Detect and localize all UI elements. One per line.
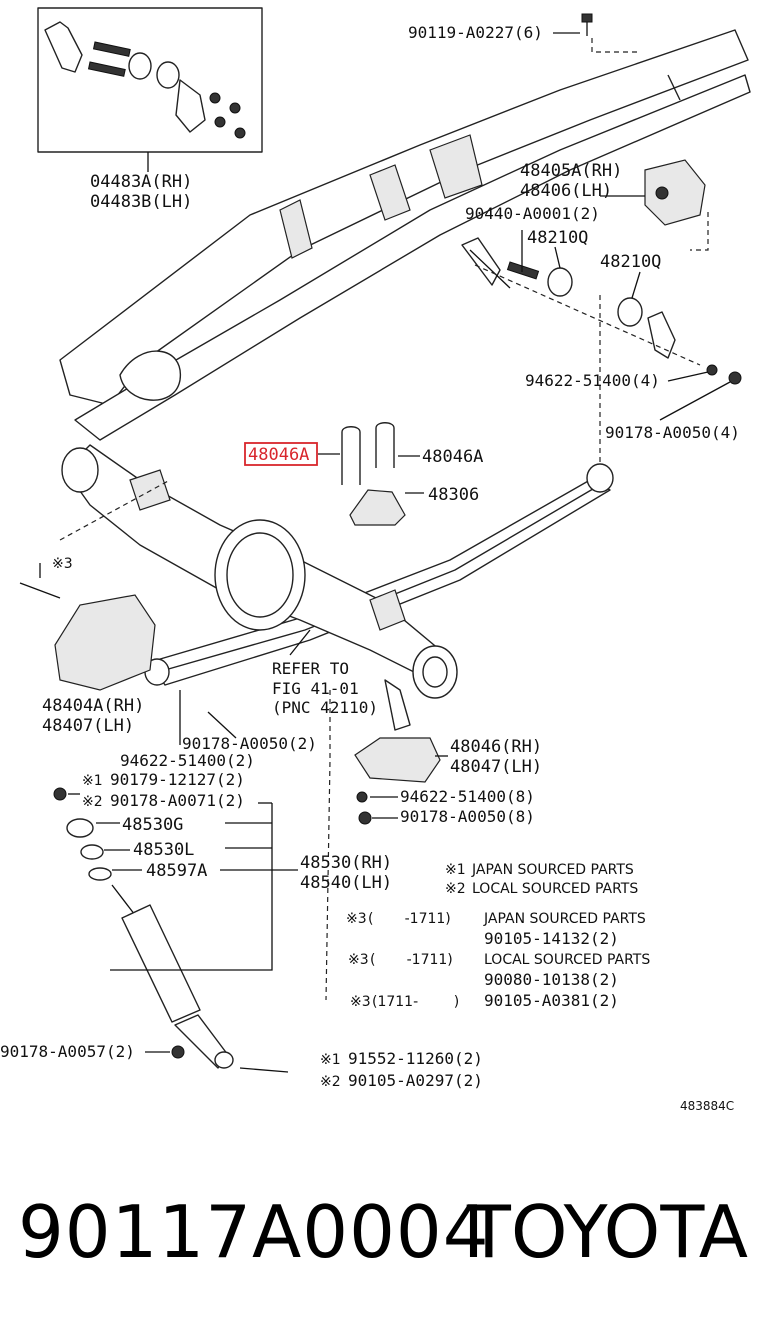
label-90178-a0057: 90178-A0057(2) [0,1042,135,1061]
u-bolts [341,422,406,526]
label-04483a: 04483A(RH) [90,172,192,192]
range-3: (1711- ) [372,994,459,1010]
part-number-title: 90117A0004 [18,1190,490,1274]
label-48210q-b: 48210Q [600,252,661,272]
range-2: ( -1711) [370,952,453,968]
leader-lines [68,32,731,1053]
brand-name: TOYOTA [466,1190,748,1274]
label-90105-14132: 90105-14132(2) [484,929,619,948]
label-90119-a0227: 90119-A0227(6) [408,23,543,42]
label-pnc-42110: (PNC 42110) [272,698,378,717]
label-48306: 48306 [428,485,479,505]
figure-code: 483884C [680,1099,734,1113]
label-48597a: 48597A [146,861,207,881]
label-94622-low: 94622-51400(8) [400,787,535,806]
mark-2-b: ※2 [320,1074,341,1090]
label-90178-mid: 90178-A0050(2) [182,734,317,753]
range-1: ( -1711) [368,911,451,927]
label-90080-10138: 90080-10138(2) [484,970,619,989]
legend-local: LOCAL SOURCED PARTS [472,881,638,897]
highlight-box [244,442,318,466]
label-90178-low: 90178-A0050(8) [400,807,535,826]
label-48530-rh: 48530(RH) [300,853,392,873]
label-48540-lh: 48540(LH) [300,873,392,893]
footer: 90117A0004 TOYOTA [18,1190,748,1280]
frame-rail [59,29,751,441]
label-48210q-a: 48210Q [527,228,588,248]
src-local: LOCAL SOURCED PARTS [484,952,650,968]
label-48405a: 48405A(RH) [520,161,622,181]
legend-japan: JAPAN SOURCED PARTS [471,862,634,878]
mark-1-b: ※1 [320,1052,341,1068]
hanger-bracket [581,13,706,226]
label-90105-a0381: 90105-A0381(2) [484,991,619,1010]
label-48407: 48407(LH) [42,716,134,736]
mark-2-a: ※2 [82,794,103,810]
label-48046a-highlighted: 48046A [248,445,309,465]
label-90179: 90179-12127(2) [110,770,245,789]
label-48530l: 48530L [133,840,194,860]
part-labels: 90119-A0227(6) 04483A(RH) 04483B(LH) 484… [0,23,740,1113]
label-48046-rh: 48046(RH) [450,737,542,757]
label-04483b: 04483B(LH) [90,192,192,212]
mark-3-b: ※3 [348,952,369,968]
src-japan: JAPAN SOURCED PARTS [483,911,646,927]
label-fig-41-01: FIG 41-01 [272,679,359,698]
label-48404a: 48404A(RH) [42,696,144,716]
shock-absorber [53,787,289,1073]
label-48406: 48406(LH) [520,181,612,201]
label-90178-top: 90178-A0050(4) [605,423,740,442]
mark-1-a: ※1 [82,773,103,789]
legend-mark-2: ※2 [445,881,466,897]
label-48530g: 48530G [122,815,183,835]
label-94622-mid: 94622-51400(2) [120,751,255,770]
label-48047-lh: 48047(LH) [450,757,542,777]
spring-seat-48046 [354,737,441,825]
axle-housing [59,444,458,1001]
kit-inset [37,7,263,172]
label-90440-a0001: 90440-A0001(2) [465,204,600,223]
label-90178-a0071: 90178-A0071(2) [110,791,245,810]
bracket-48404a [19,563,156,691]
label-90105-a0297: 90105-A0297(2) [348,1071,483,1090]
shackle-group [461,212,742,470]
mark-3-a: ※3 [346,911,367,927]
label-94622-top: 94622-51400(4) [525,371,660,390]
label-refer-to: REFER TO [272,659,349,678]
label-48046a: 48046A [422,447,483,467]
legend-mark-1: ※1 [445,862,466,878]
mark-3-bolt: ※3 [52,556,73,572]
mark-3-c: ※3 [350,994,371,1010]
label-91552: 91552-11260(2) [348,1049,483,1068]
